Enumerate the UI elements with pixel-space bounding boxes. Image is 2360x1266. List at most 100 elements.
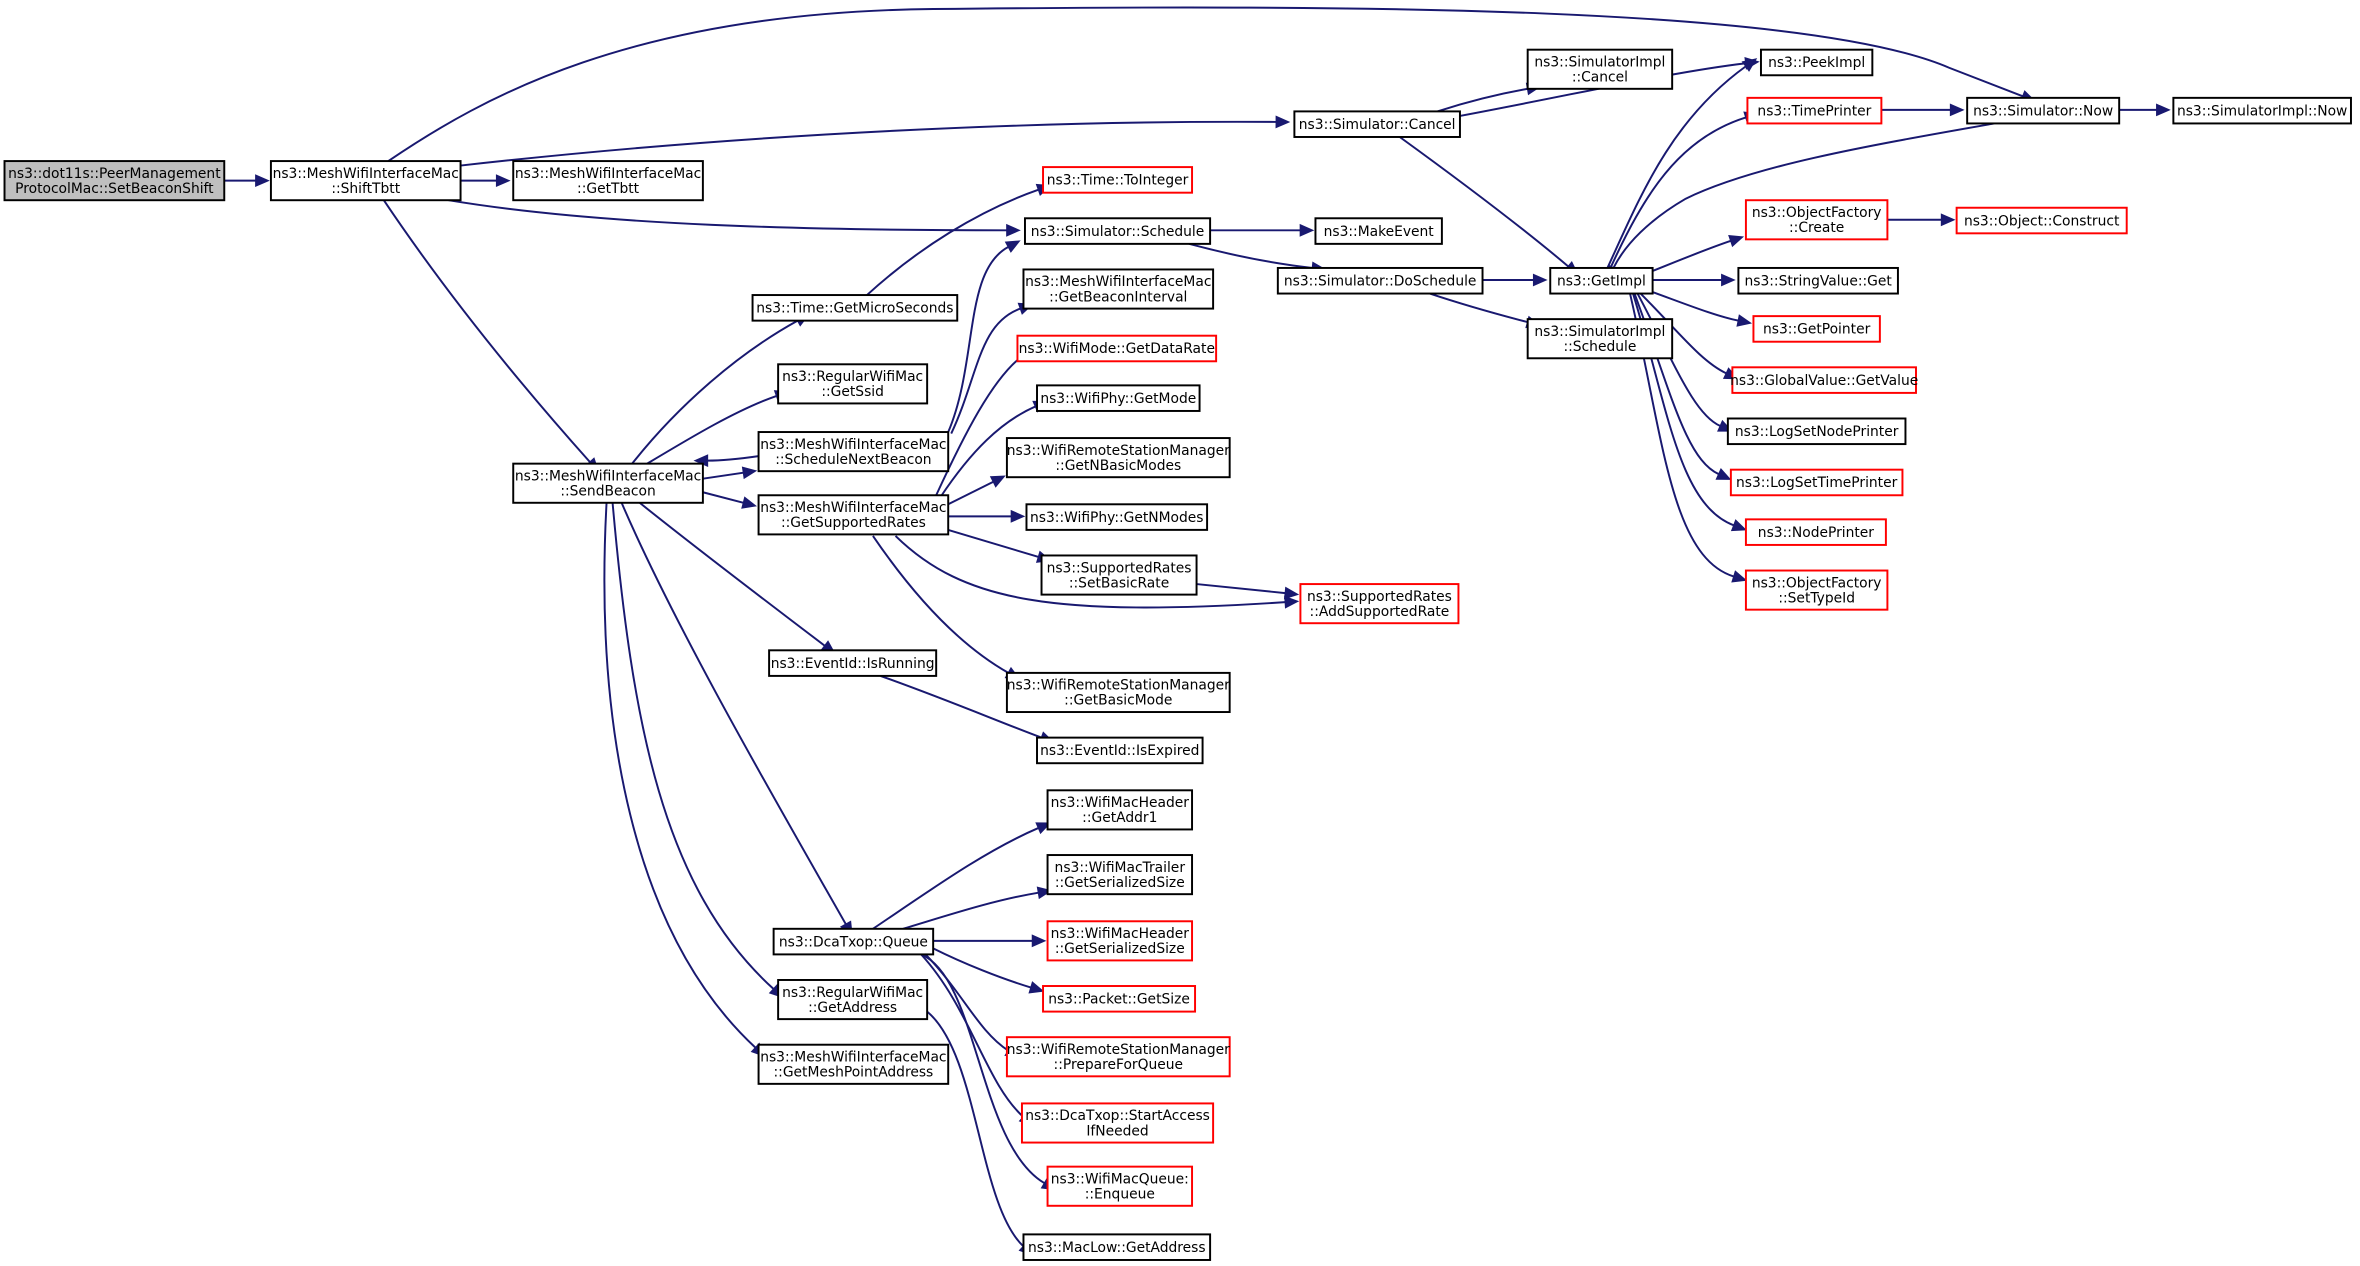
node-label: IfNeeded [1086, 1123, 1148, 1139]
node-label: ns3::MeshWifiInterfaceMac [760, 437, 946, 453]
node-label: ns3::RegularWifiMac [782, 985, 923, 1001]
edge-simDoSchedule-to-getImpl [1482, 273, 1548, 287]
arrowhead [1731, 570, 1748, 583]
node-getTbtt[interactable]: ns3::MeshWifiInterfaceMac::GetTbtt [512, 160, 704, 202]
node-nodePrinter[interactable]: ns3::NodePrinter [1744, 518, 1887, 546]
node-dcaQueue[interactable]: ns3::DcaTxop::Queue [772, 927, 935, 956]
node-stringValueGet[interactable]: ns3::StringValue::Get [1737, 266, 1899, 295]
edge-dcaQueue-to-hdrGetAddr1 [872, 822, 1052, 930]
node-box [1005, 671, 1231, 714]
node-scheduleNextBeacon[interactable]: ns3::MeshWifiInterfaceMac::ScheduleNextB… [757, 431, 950, 473]
node-label: ns3::NodePrinter [1758, 525, 1874, 541]
node-box [1022, 268, 1215, 310]
arrowhead [495, 174, 511, 188]
edge-timePrinter-to-simNow [1881, 103, 1965, 117]
node-box [1042, 166, 1194, 194]
node-label: ::GetSupportedRates [781, 515, 926, 531]
node-label: ns3::EventId::IsExpired [1040, 743, 1199, 759]
node-objFactCreate[interactable]: ns3::ObjectFactory::Create [1744, 199, 1889, 241]
node-objConstruct[interactable]: ns3::Object::Construct [1955, 206, 2128, 235]
node-logSetTimePrinter[interactable]: ns3::LogSetTimePrinter [1729, 468, 1904, 497]
edge-getImpl-to-peekImpl [1606, 58, 1758, 269]
node-timePrinter[interactable]: ns3::TimePrinter [1746, 96, 1883, 125]
node-simImplCancel[interactable]: ns3::SimulatorImpl::Cancel [1526, 48, 1674, 90]
edge-dcaQueue-to-packetGetSize [932, 947, 1045, 994]
node-getPointer[interactable]: ns3::GetPointer [1752, 315, 1881, 343]
node-simNow[interactable]: ns3::Simulator::Now [1966, 96, 2121, 125]
node-simImplSchedule[interactable]: ns3::SimulatorImpl::Schedule [1526, 318, 1674, 360]
node-label: ::ShiftTbtt [331, 181, 400, 197]
node-simCancel[interactable]: ns3::Simulator::Cancel [1293, 110, 1461, 138]
node-macQueueEnqueue[interactable]: ns3::WifiMacQueue:::Enqueue [1046, 1165, 1194, 1207]
node-logSetNodePrinter[interactable]: ns3::LogSetNodePrinter [1726, 417, 1907, 446]
arrowhead [1940, 213, 1956, 227]
node-label: ns3::Simulator::Now [1973, 103, 2113, 119]
node-hdrGetAddr1[interactable]: ns3::WifiMacHeader::GetAddr1 [1046, 789, 1194, 831]
node-label: ::GetMeshPointAddress [774, 1065, 934, 1081]
node-phyGetNModes[interactable]: ns3::WifiPhy::GetNModes [1025, 503, 1209, 531]
arrowhead [1299, 223, 1315, 237]
node-setBasicRate[interactable]: ns3::SupportedRates::SetBasicRate [1040, 554, 1198, 596]
node-getSsid[interactable]: ns3::RegularWifiMac::GetSsid [777, 363, 929, 405]
edge-getImpl-to-timePrinter [1609, 111, 1760, 269]
node-label: ns3::ObjectFactory [1752, 575, 1882, 591]
node-getMeshPointAddress[interactable]: ns3::MeshWifiInterfaceMac::GetMeshPointA… [757, 1043, 950, 1085]
node-simDoSchedule[interactable]: ns3::Simulator::DoSchedule [1276, 266, 1484, 295]
arrowhead [1736, 314, 1753, 327]
node-getBasicMode[interactable]: ns3::WifiRemoteStationManager::GetBasicM… [1005, 671, 1231, 714]
arrowhead [1949, 103, 1965, 117]
node-box [1759, 48, 1874, 77]
node-regGetAddress[interactable]: ns3::RegularWifiMac::GetAddress [777, 979, 929, 1021]
node-peekImpl[interactable]: ns3::PeekImpl [1759, 48, 1874, 77]
node-timeToInteger[interactable]: ns3::Time::ToInteger [1042, 166, 1194, 194]
node-label: ::GetAddress [808, 1000, 897, 1016]
node-getSupportedRates[interactable]: ns3::MeshWifiInterfaceMac::GetSupportedR… [757, 494, 950, 536]
node-globalGetValue[interactable]: ns3::GlobalValue::GetValue [1730, 366, 1918, 394]
node-label: ::Cancel [1572, 70, 1628, 86]
node-getImpl[interactable]: ns3::GetImpl [1549, 266, 1654, 295]
edge-objFactCreate-to-objConstruct [1887, 213, 1956, 227]
node-addSupportedRate[interactable]: ns3::SupportedRates::AddSupportedRate [1299, 583, 1460, 625]
node-label: ns3::WifiPhy::GetMode [1040, 391, 1196, 407]
node-getNBasicModes[interactable]: ns3::WifiRemoteStationManager::GetNBasic… [1005, 437, 1231, 479]
node-phyGetMode[interactable]: ns3::WifiPhy::GetMode [1036, 384, 1201, 412]
node-root[interactable]: ns3::dot11s::PeerManagementProtocolMac::… [3, 160, 226, 202]
node-label: ns3::WifiRemoteStationManager [1007, 443, 1230, 459]
node-box [3, 160, 226, 202]
node-shiftTbtt[interactable]: ns3::MeshWifiInterfaceMac::ShiftTbtt [269, 160, 462, 202]
node-box [1744, 569, 1889, 611]
node-box [1314, 217, 1443, 245]
node-packetGetSize[interactable]: ns3::Packet::GetSize [1042, 985, 1197, 1013]
node-eventIsExpired[interactable]: ns3::EventId::IsExpired [1036, 736, 1204, 765]
node-label: ::SetTypeId [1778, 590, 1855, 606]
node-label: ns3::Simulator::Cancel [1299, 117, 1456, 133]
node-trailerGetSerializedSize[interactable]: ns3::WifiMacTrailer::GetSerializedSize [1046, 854, 1194, 896]
node-label: ns3::MeshWifiInterfaceMac [515, 468, 701, 484]
edge-shiftTbtt-to-simCancel [460, 115, 1291, 167]
node-prepareForQueue[interactable]: ns3::WifiRemoteStationManager::PrepareFo… [1005, 1036, 1231, 1078]
node-getMicroSeconds[interactable]: ns3::Time::GetMicroSeconds [751, 294, 959, 322]
node-simSchedule[interactable]: ns3::Simulator::Schedule [1023, 217, 1212, 245]
node-label: ns3::TimePrinter [1757, 103, 1871, 119]
node-label: ns3::MeshWifiInterfaceMac [760, 500, 946, 516]
node-box [1549, 266, 1654, 295]
node-simImplNow[interactable]: ns3::SimulatorImpl::Now [2172, 96, 2352, 125]
node-label: ::SendBeacon [560, 483, 655, 499]
node-box [1036, 384, 1201, 412]
node-label: ::SetBasicRate [1069, 575, 1169, 591]
node-getBeaconInterval[interactable]: ns3::MeshWifiInterfaceMac::GetBeaconInte… [1022, 268, 1215, 310]
node-getDataRate[interactable]: ns3::WifiMode::GetDataRate [1016, 334, 1218, 363]
arrowhead [1004, 240, 1021, 253]
node-box [768, 649, 938, 677]
edge-shiftTbtt-to-sendBeacon [382, 199, 600, 473]
node-makeEvent[interactable]: ns3::MakeEvent [1314, 217, 1443, 245]
edge-sendBeacon-to-dcaQueue [620, 502, 853, 937]
node-label: ::GetBeaconInterval [1049, 289, 1187, 305]
node-eventIsRunning[interactable]: ns3::EventId::IsRunning [768, 649, 938, 677]
node-macLowGetAddress[interactable]: ns3::MacLow::GetAddress [1022, 1233, 1212, 1261]
node-hdrGetSerializedSize[interactable]: ns3::WifiMacHeader::GetSerializedSize [1046, 920, 1194, 962]
node-sendBeacon[interactable]: ns3::MeshWifiInterfaceMac::SendBeacon [512, 462, 704, 504]
arrowhead [989, 475, 1006, 488]
node-objFactSetTypeId[interactable]: ns3::ObjectFactory::SetTypeId [1744, 569, 1889, 611]
